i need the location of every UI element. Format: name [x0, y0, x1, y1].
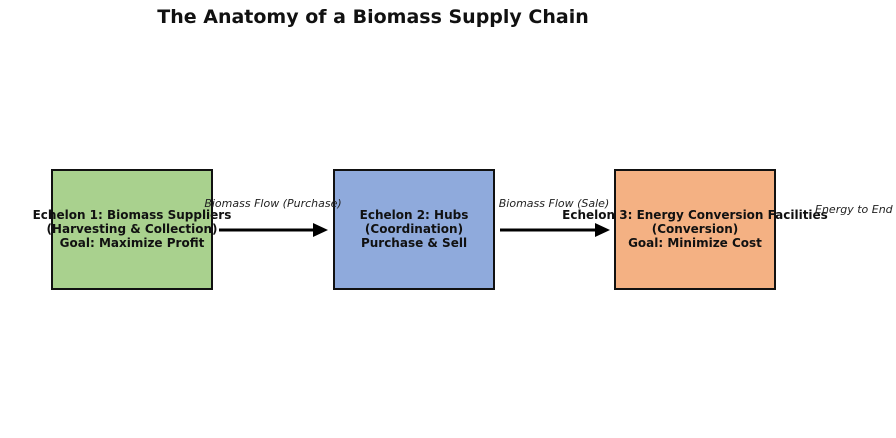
- node-echelon-1-line-1: Echelon 1: Biomass Suppliers: [33, 208, 232, 222]
- node-echelon-1-line-3: Goal: Maximize Profit: [60, 236, 205, 250]
- node-echelon-3-line-3: Goal: Minimize Cost: [628, 236, 762, 250]
- node-echelon-3-line-1: Echelon 3: Energy Conversion Facilities: [562, 208, 828, 222]
- edge-sale-label: Biomass Flow (Sale): [499, 197, 609, 210]
- node-echelon-2: Echelon 2: Hubs (Coordination) Purchase …: [333, 169, 495, 290]
- edge-purchase-arrowhead: [313, 223, 328, 237]
- node-echelon-2-line-1: Echelon 2: Hubs: [360, 208, 469, 222]
- node-echelon-2-line-3: Purchase & Sell: [361, 236, 467, 250]
- node-echelon-3-box: [614, 169, 776, 290]
- edge-purchase-label: Biomass Flow (Purchase): [204, 197, 341, 210]
- node-echelon-1-box: [51, 169, 213, 290]
- node-echelon-1-line-2: (Harvesting & Collection): [46, 222, 217, 236]
- node-echelon-3: Echelon 3: Energy Conversion Facilities …: [562, 169, 828, 290]
- node-echelon-1: Echelon 1: Biomass Suppliers (Harvesting…: [33, 169, 232, 290]
- node-echelon-2-line-2: (Coordination): [365, 222, 463, 236]
- node-echelon-2-box: [333, 169, 495, 290]
- edge-energy: Energy to End User: [815, 203, 896, 216]
- diagram-title: The Anatomy of a Biomass Supply Chain: [157, 6, 589, 28]
- node-echelon-3-line-2: (Conversion): [652, 222, 738, 236]
- edge-purchase: Biomass Flow (Purchase): [204, 197, 342, 237]
- edge-sale: Biomass Flow (Sale): [499, 197, 610, 237]
- edge-energy-label: Energy to End User: [815, 203, 896, 216]
- edge-sale-arrowhead: [595, 223, 610, 237]
